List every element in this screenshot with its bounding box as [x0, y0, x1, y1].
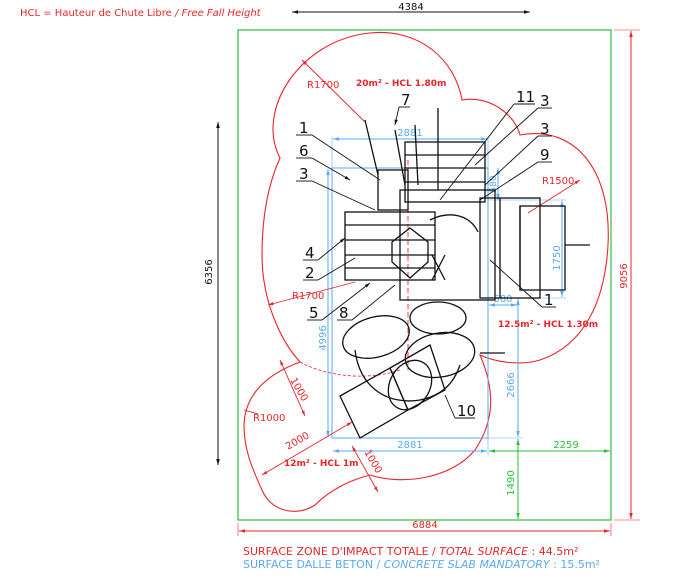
callout-7: 7	[401, 91, 411, 109]
dim-2881-bottom: 2881	[397, 440, 422, 451]
dim-2259: 2259	[553, 440, 578, 451]
callout-1b: 1	[544, 291, 554, 309]
dim-1750: 1750	[552, 245, 563, 270]
callout-5: 5	[309, 304, 319, 322]
impact-zone-outline	[243, 31, 609, 512]
concrete-slab-surface: SURFACE DALLE BETON / CONCRETE SLAB MAND…	[243, 558, 600, 571]
zone-label-top: 20m² - HCL 1.80m	[356, 79, 446, 89]
callout-1: 1	[299, 119, 309, 137]
radius-leaders	[243, 59, 581, 493]
svg-text:4384: 4384	[398, 2, 423, 13]
svg-text:6356: 6356	[204, 259, 215, 284]
callout-10: 10	[457, 402, 476, 420]
play-equipment	[339, 108, 590, 439]
dim-slide-1000-a: 1000	[287, 376, 309, 404]
svg-text:6884: 6884	[412, 520, 437, 531]
total-surface: SURFACE ZONE D'IMPACT TOTALE / TOTAL SUR…	[243, 545, 578, 558]
callout-6: 6	[299, 142, 309, 160]
dimension-right-height: 9056	[614, 29, 640, 521]
dim-2881-top: 2881	[397, 128, 422, 139]
callout-3c: 3	[540, 120, 550, 138]
zone-label-right: 12.5m² - HCL 1.30m	[498, 320, 598, 330]
dimension-bottom-total: 6884	[237, 520, 612, 536]
radius-left: R1700	[292, 291, 324, 302]
dim-2666: 2666	[506, 372, 517, 397]
dim-slide-1000-b: 1000	[361, 448, 383, 476]
callout-3: 3	[299, 165, 309, 183]
callout-leaders	[296, 103, 556, 419]
zone-label-slide: 12m² - HCL 1m	[284, 459, 359, 469]
svg-text:9056: 9056	[619, 263, 630, 288]
concrete-slab-outline	[237, 29, 612, 521]
callout-4: 4	[305, 244, 315, 262]
dim-580-top: 580	[489, 175, 499, 192]
green-dimensions	[489, 439, 610, 519]
dim-1490: 1490	[506, 470, 517, 495]
hcl-definition: HCL = Hauteur de Chute Libre / Free Fall…	[20, 8, 262, 19]
dim-580: 580	[493, 294, 512, 305]
callout-8: 8	[339, 304, 349, 322]
callout-9: 9	[540, 146, 550, 164]
radius-slide: R1000	[253, 413, 285, 424]
callout-11: 11	[516, 88, 535, 106]
dimension-top-width: 4384	[292, 2, 530, 14]
dim-slide-2000: 2000	[284, 430, 312, 452]
dimension-left-height: 6356	[204, 122, 220, 465]
callout-2: 2	[305, 264, 315, 282]
dim-4996: 4996	[318, 325, 329, 350]
callout-numbers: 1 6 3 7 11 3 3 9 4 2 5 8 1 10	[299, 88, 554, 420]
radius-right: R1500	[542, 176, 574, 187]
callout-3b: 3	[540, 92, 550, 110]
radius-top: R1700	[307, 80, 339, 91]
